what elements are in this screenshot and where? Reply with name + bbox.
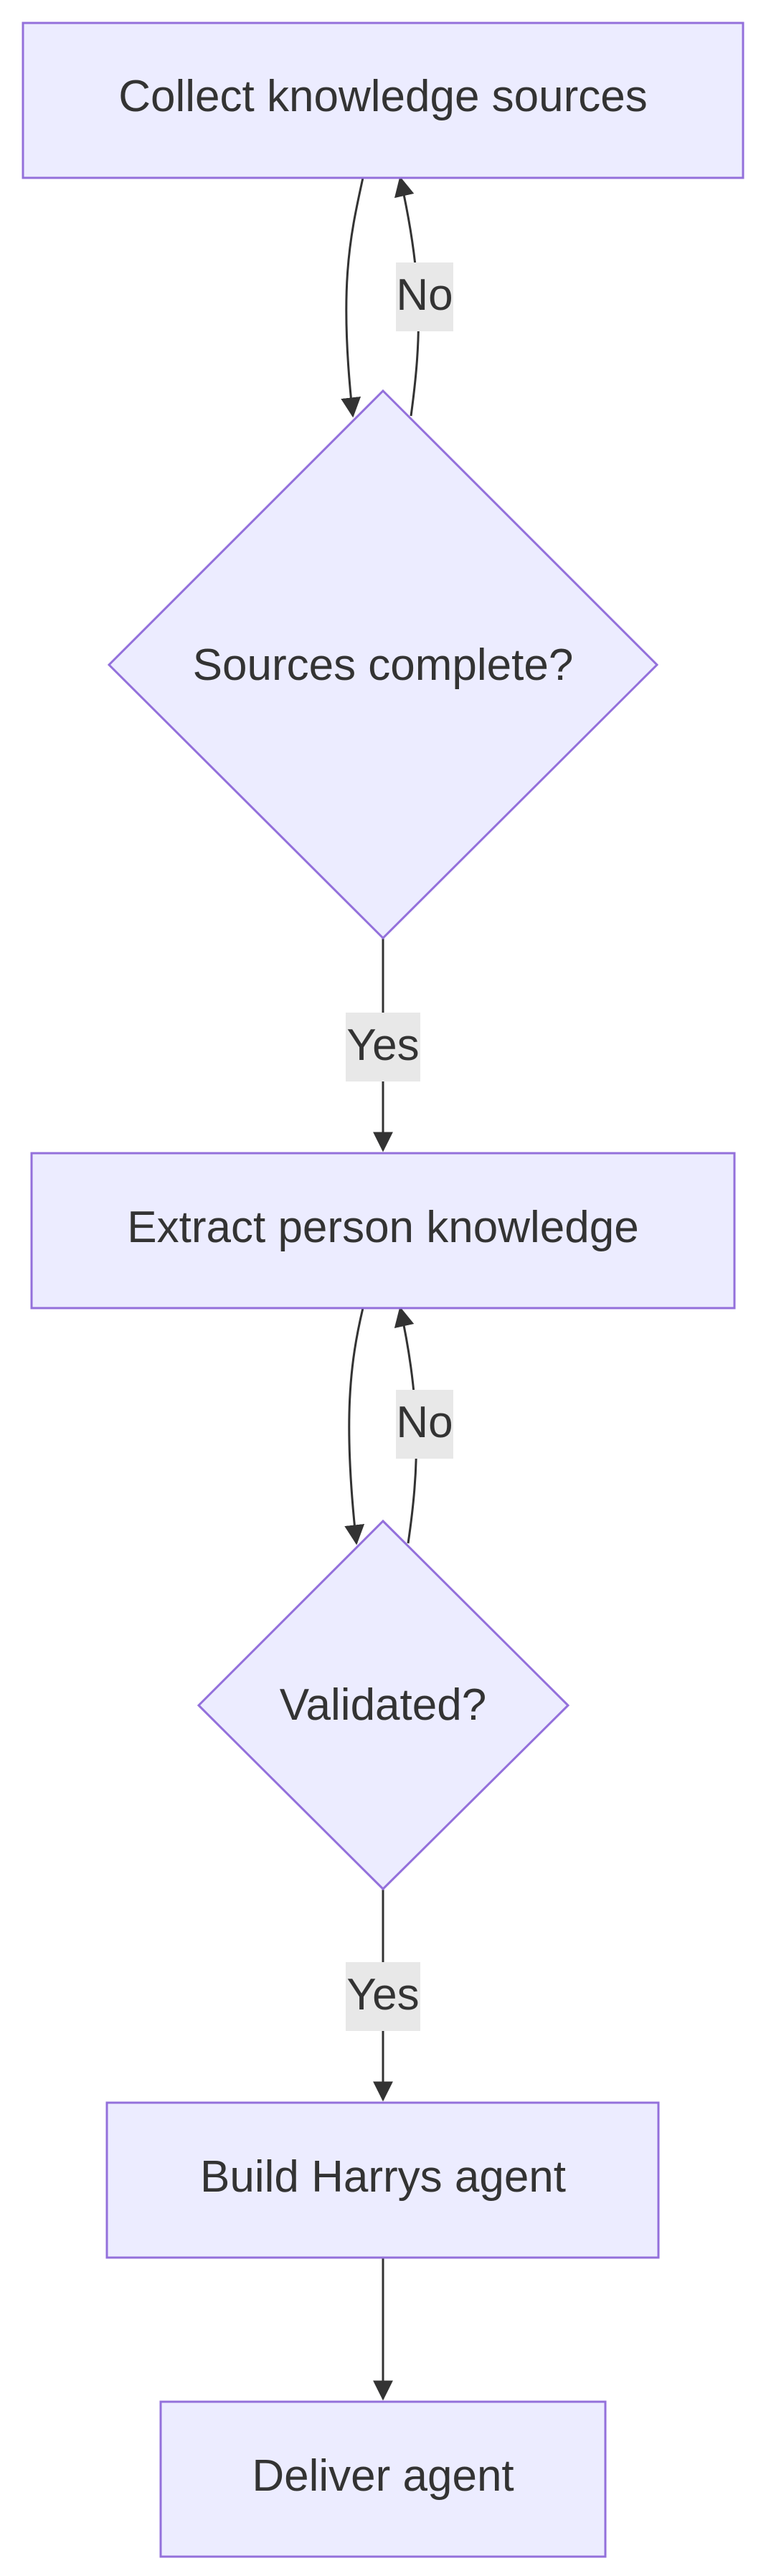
edge-label-validated-yes-text: Yes (346, 1970, 419, 2019)
edge-label-sources-yes: Yes (346, 1013, 420, 1081)
edge-label-sources-yes-text: Yes (346, 1021, 419, 1070)
edge-collect-to-sources-complete (341, 177, 364, 418)
node-build-harrys-agent: Build Harrys agent (105, 2101, 660, 2259)
edge-label-sources-no-text: No (396, 270, 453, 320)
edge-label-sources-no: No (396, 262, 453, 331)
node-sources-complete-label: Sources complete? (193, 640, 574, 690)
node-extract-label: Extract person knowledge (127, 1203, 638, 1252)
edge-label-validated-no-text: No (396, 1398, 453, 1447)
edge-label-validated-no: No (396, 1390, 453, 1459)
node-validated-label: Validated? (280, 1680, 486, 1730)
node-deliver-label: Deliver agent (252, 2451, 514, 2501)
edge-extract-to-validated (344, 1307, 365, 1545)
node-collect-label: Collect knowledge sources (118, 72, 648, 121)
node-validated-decision: Validated? (197, 1519, 570, 1891)
edge-label-validated-yes: Yes (346, 1962, 420, 2031)
node-build-label: Build Harrys agent (200, 2152, 566, 2202)
node-sources-complete-decision: Sources complete? (107, 389, 659, 940)
node-extract-person-knowledge: Extract person knowledge (30, 1152, 736, 1310)
node-deliver-agent: Deliver agent (159, 2400, 607, 2558)
node-collect-knowledge-sources: Collect knowledge sources (22, 22, 744, 179)
